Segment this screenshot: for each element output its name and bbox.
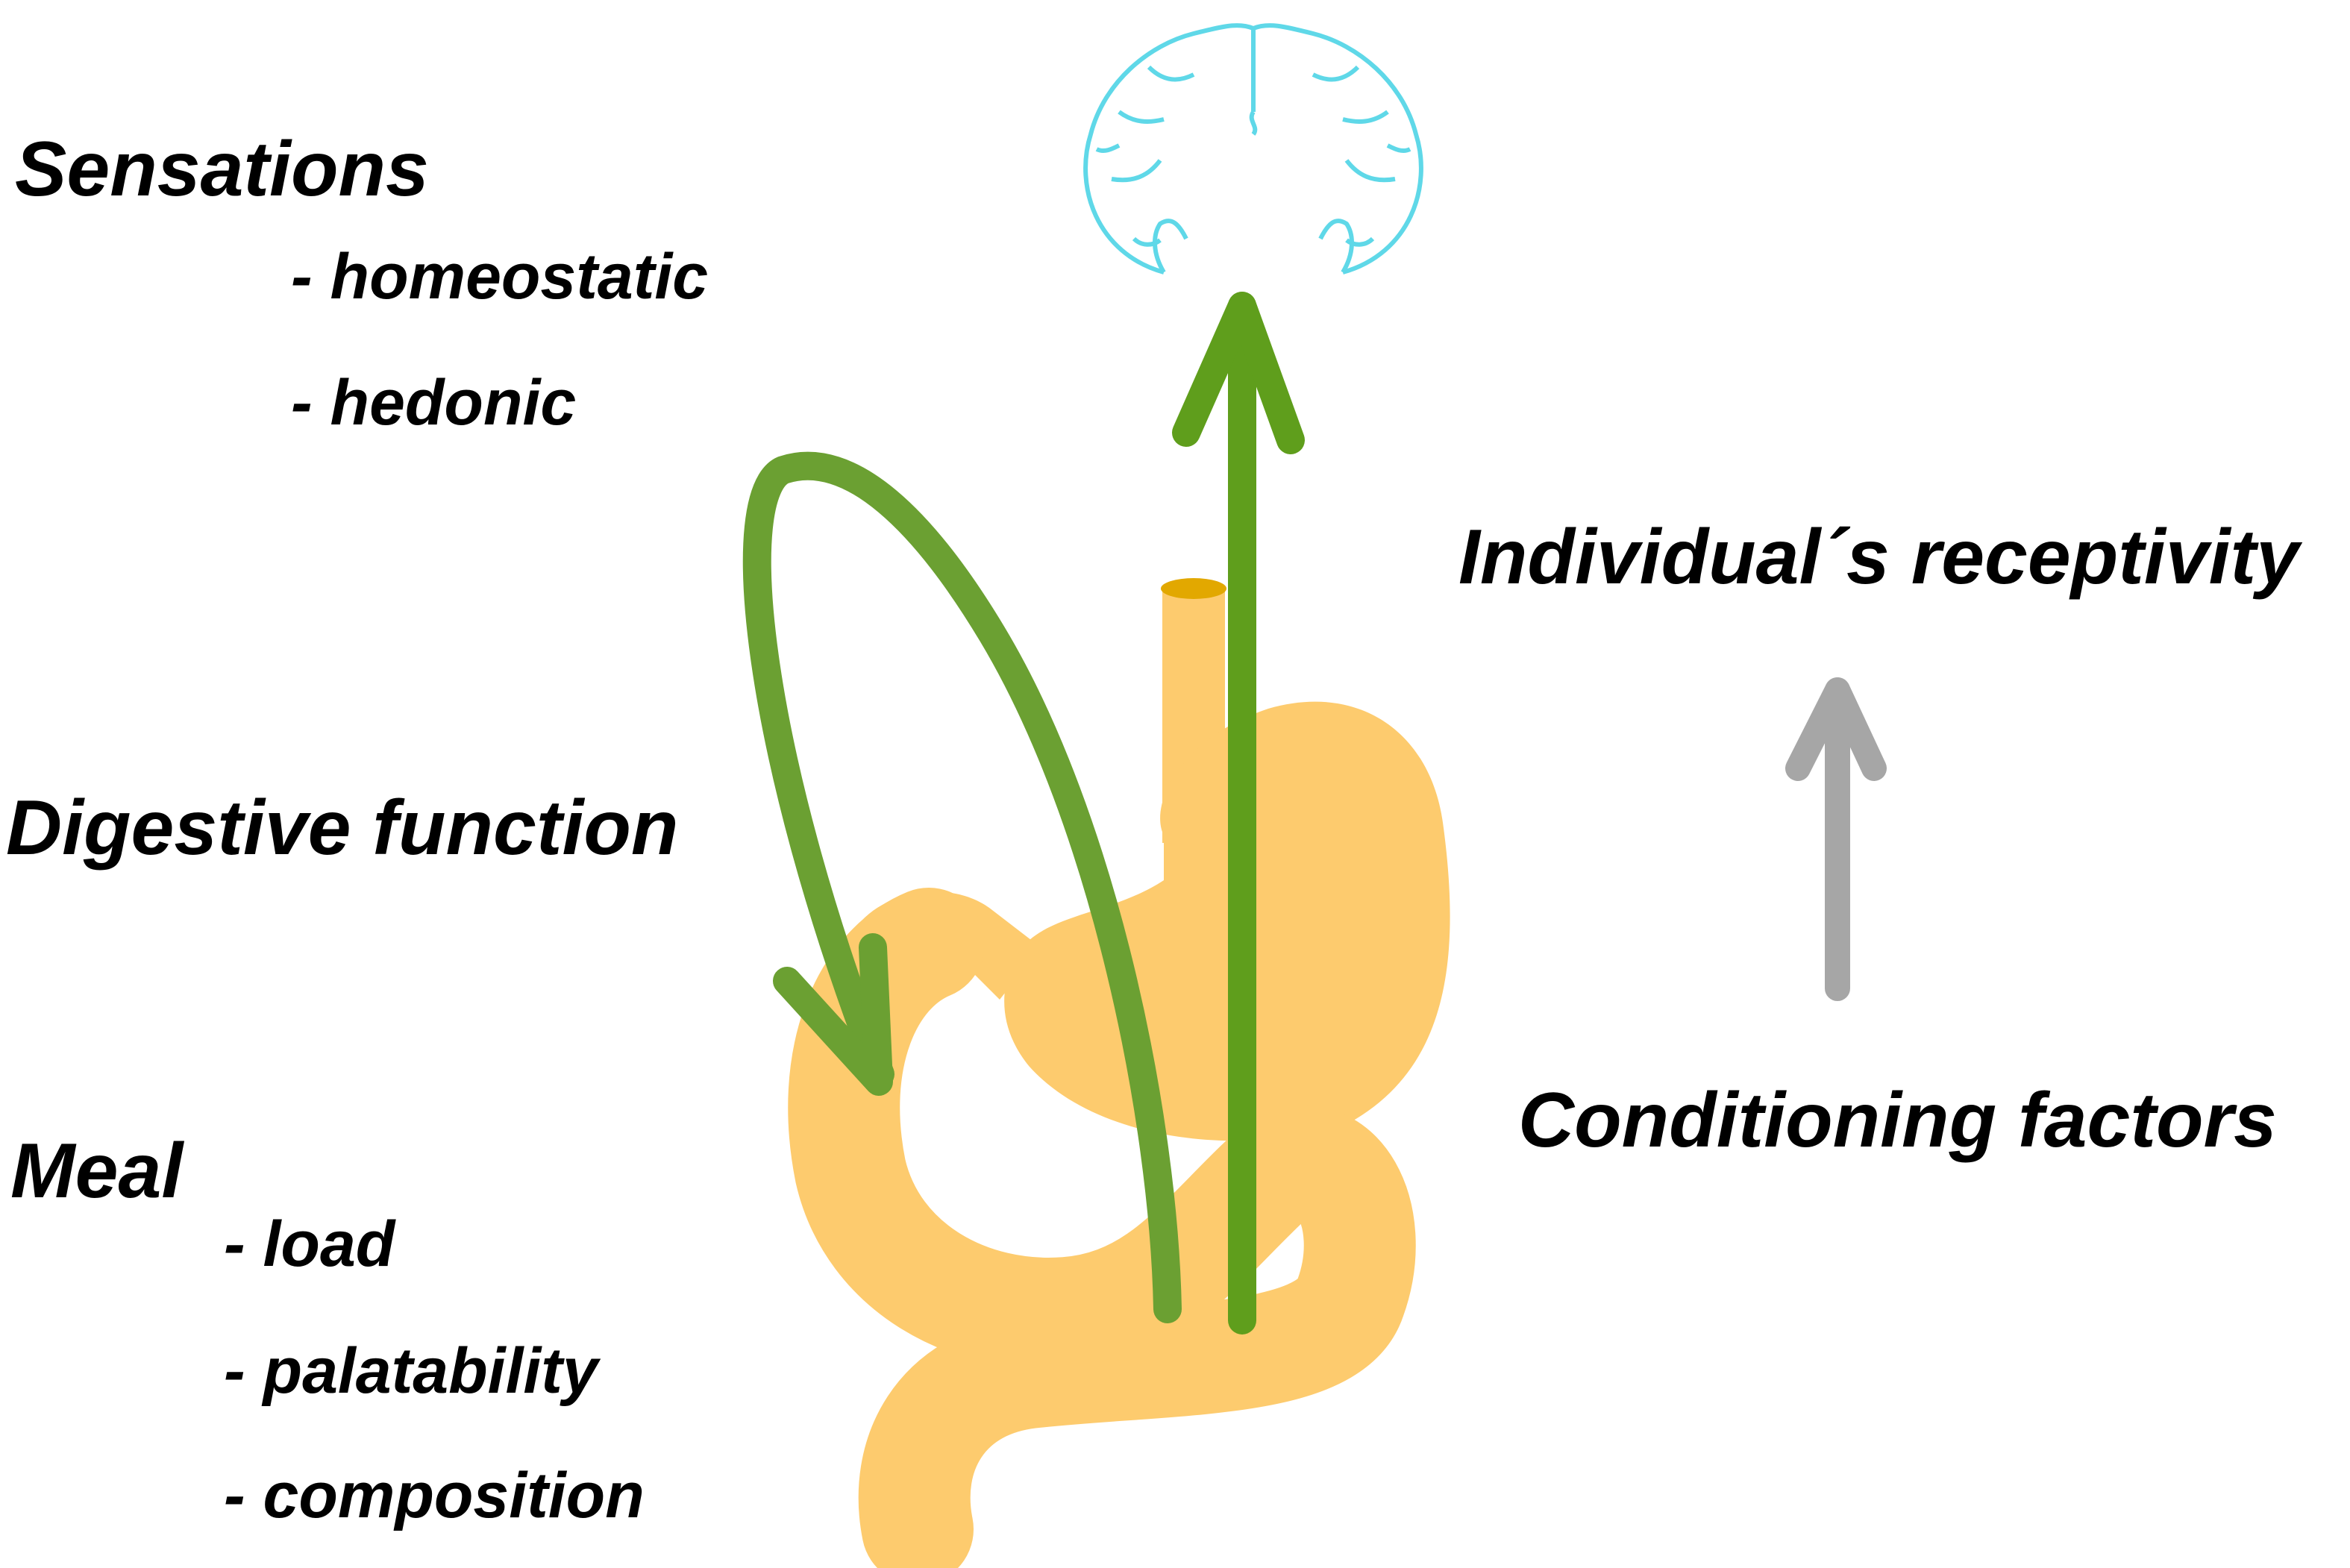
receptivity-label: Individual´s receptivity xyxy=(1458,514,2299,600)
intestine-loop-icon xyxy=(788,888,1416,1568)
hedonic-label: - hedonic xyxy=(291,367,577,439)
grey-arrow-icon xyxy=(1785,677,1887,1001)
meal-label: Meal xyxy=(10,1128,184,1214)
conditioning-factors-label: Conditioning factors xyxy=(1518,1077,2277,1164)
composition-label: - composition xyxy=(224,1460,645,1531)
sensations-label: Sensations xyxy=(15,126,429,213)
brain-icon xyxy=(1083,23,1423,275)
feedback-arrow-icon xyxy=(742,451,1182,1323)
load-label: - load xyxy=(224,1208,395,1280)
digestive-function-label: Digestive function xyxy=(6,785,679,871)
esophagus-top-icon xyxy=(1161,578,1226,599)
upward-arrow-icon xyxy=(1172,292,1305,1335)
palatability-label: - palatability xyxy=(224,1335,598,1407)
digestive-tract-icon xyxy=(858,586,1450,1141)
homeostatic-label: - homeostatic xyxy=(291,241,709,313)
